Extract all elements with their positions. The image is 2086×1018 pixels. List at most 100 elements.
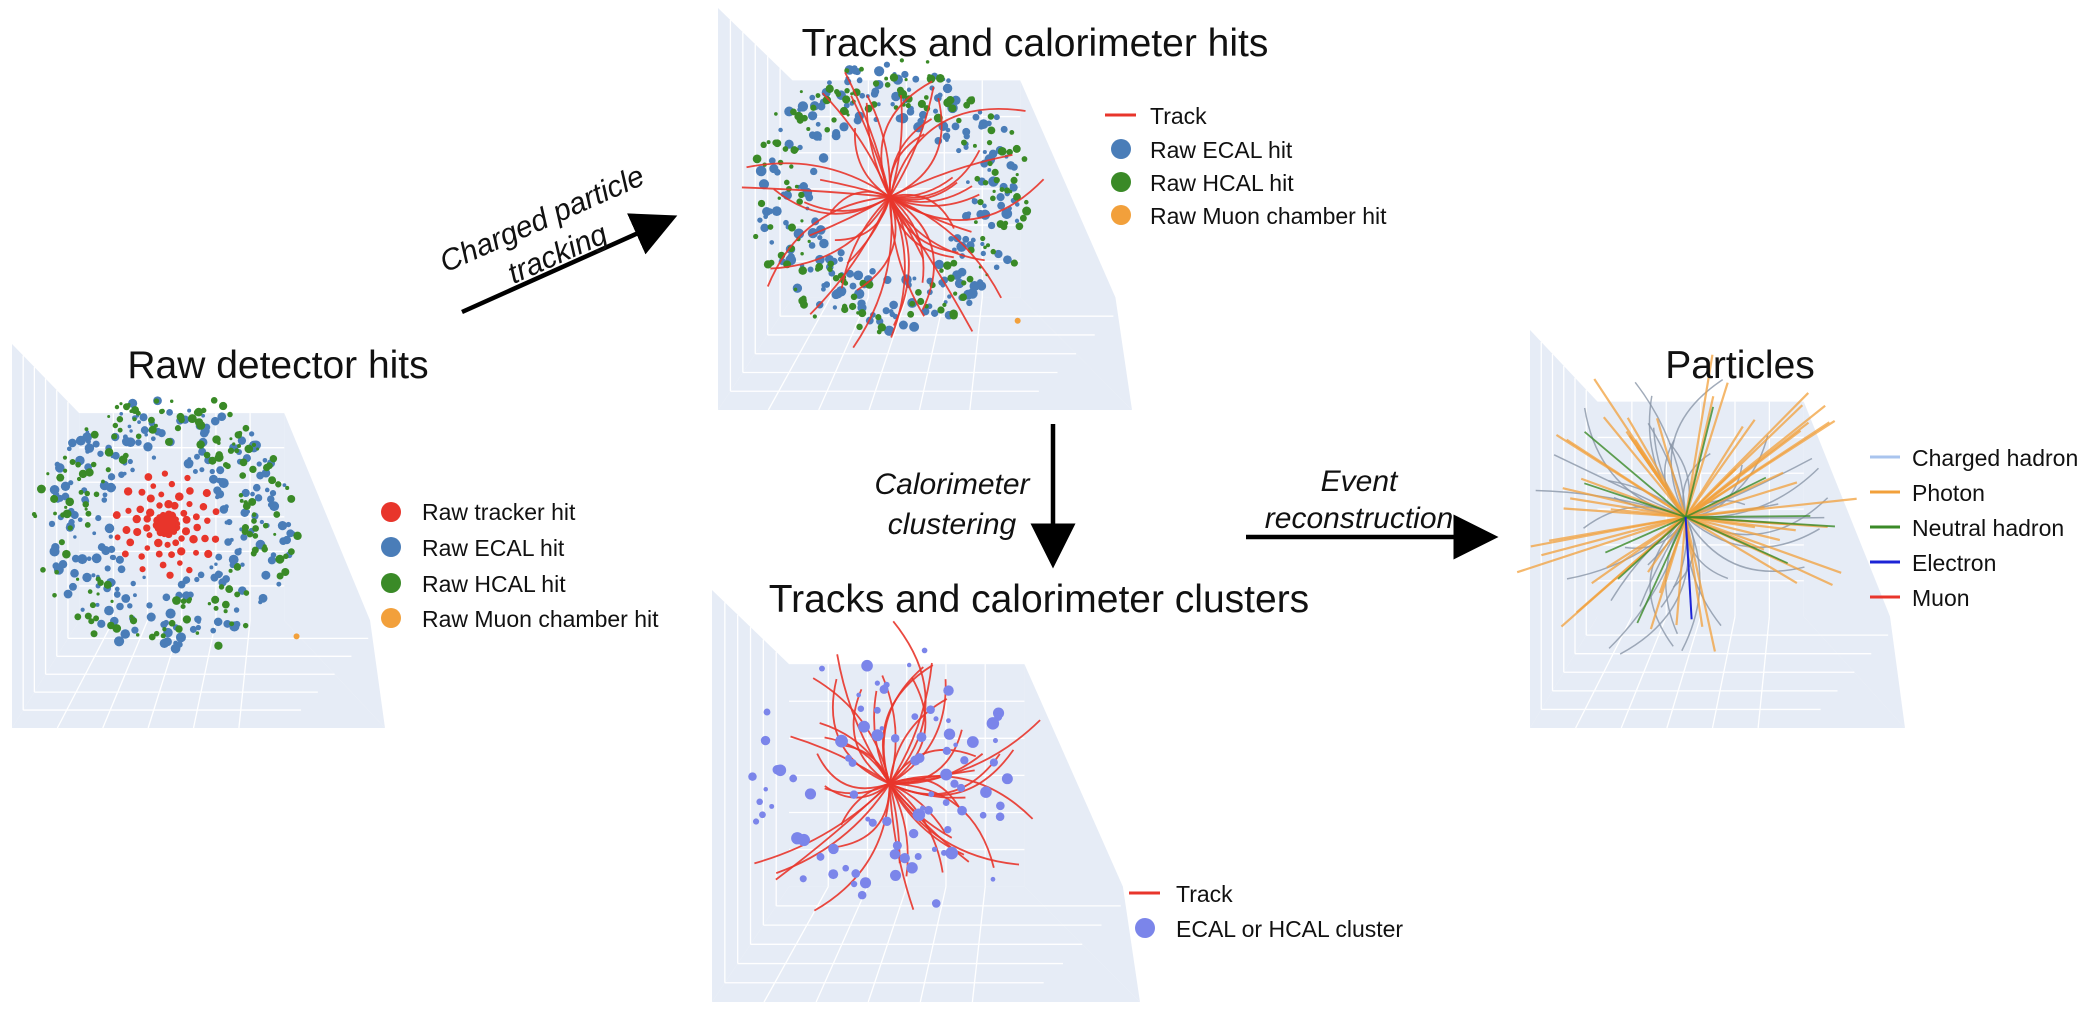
hcal-hit xyxy=(1010,259,1018,267)
tracker-hit xyxy=(172,539,180,547)
hcal-hit xyxy=(815,93,821,98)
legend-label-neutral-hadron: Neutral hadron xyxy=(1912,515,2064,541)
hcal-hit xyxy=(129,617,138,625)
ecal-hit xyxy=(277,520,288,531)
hcal-hit xyxy=(58,539,65,546)
photon-line xyxy=(1569,497,1686,519)
ecal-hit xyxy=(933,94,942,102)
ecal-hit xyxy=(946,78,951,83)
hcal-hit xyxy=(64,505,68,509)
photon-line xyxy=(1655,418,1687,518)
ecal-hit xyxy=(95,514,102,522)
ecal-hit xyxy=(73,535,77,539)
ecal-hit xyxy=(69,582,77,591)
hcal-hit xyxy=(275,481,282,488)
cluster xyxy=(957,805,967,816)
ecal-hit xyxy=(209,565,214,570)
ecal-hit xyxy=(146,602,153,609)
track xyxy=(888,133,925,198)
ecal-hit xyxy=(60,481,71,491)
step-label-clustering-line2: clustering xyxy=(888,508,1017,541)
hcal-hit xyxy=(935,74,945,83)
tracker-hit xyxy=(161,470,169,477)
tracker-hit xyxy=(156,502,163,509)
ecal-hit xyxy=(966,299,973,307)
cluster xyxy=(799,875,807,883)
cluster xyxy=(828,869,839,880)
cluster xyxy=(986,717,1000,730)
hcal-hit xyxy=(960,139,967,146)
ecal-hit xyxy=(135,439,142,446)
hcal-hit xyxy=(214,453,224,462)
hcal-hit xyxy=(983,245,987,250)
tracker-hit xyxy=(189,534,198,544)
ecal-hit xyxy=(197,571,205,579)
neutral-hadron-line xyxy=(1685,515,1811,518)
hcal-hit xyxy=(65,497,75,507)
hcal-hit xyxy=(211,595,220,604)
track xyxy=(889,196,1002,299)
cluster xyxy=(859,877,872,889)
ecal-hit xyxy=(933,108,939,114)
cluster xyxy=(950,779,959,788)
ecal-hit xyxy=(217,412,227,422)
ecal-hit xyxy=(194,453,200,460)
hcal-hit xyxy=(796,198,803,205)
ecal-hit xyxy=(249,431,255,437)
track xyxy=(888,698,948,784)
ecal-hit xyxy=(210,416,220,426)
ecal-hit xyxy=(102,492,108,498)
hcal-hit xyxy=(182,615,191,624)
ecal-hit xyxy=(250,491,255,497)
track xyxy=(816,753,890,790)
ecal-hit xyxy=(160,621,168,629)
tracker-hit xyxy=(158,491,165,498)
ecal-hit xyxy=(832,129,841,138)
ecal-hit xyxy=(150,436,156,442)
ecal-hit xyxy=(210,476,217,482)
cluster xyxy=(1001,773,1013,785)
hcal-hit xyxy=(992,189,996,193)
ecal-hit xyxy=(267,495,275,503)
ecal-hit xyxy=(837,249,845,257)
track xyxy=(888,620,927,785)
legend-marker-hcal-hit xyxy=(381,573,401,593)
track xyxy=(741,186,890,198)
hcal-hit xyxy=(763,260,773,269)
plot-raw-hits xyxy=(12,344,385,729)
hcal-hit xyxy=(1015,173,1019,177)
tracker-hit xyxy=(139,566,146,573)
cluster xyxy=(953,742,958,748)
hcal-hit xyxy=(917,99,926,109)
ecal-hit xyxy=(75,435,86,446)
photon-line xyxy=(1684,516,1716,652)
tracker-hit xyxy=(126,538,135,547)
ecal-hit xyxy=(846,269,854,278)
hcal-hit xyxy=(996,220,1005,229)
tracker-hit xyxy=(133,527,142,537)
tracker-hit xyxy=(192,513,200,521)
cluster xyxy=(942,746,951,755)
ecal-hit xyxy=(901,70,909,79)
hcal-hit xyxy=(273,511,281,518)
hcal-hit xyxy=(1006,148,1013,156)
hcal-hit xyxy=(287,494,296,503)
legend-label-tracker-hit: Raw tracker hit xyxy=(422,499,576,525)
ecal-hit xyxy=(130,580,136,587)
cluster xyxy=(797,833,810,847)
tracker-hit xyxy=(145,508,155,517)
hcal-hit xyxy=(782,146,789,152)
ecal-hit xyxy=(233,607,240,613)
charged-hadron-track xyxy=(1649,516,1687,647)
cluster xyxy=(941,849,948,856)
ecal-hit xyxy=(264,487,270,493)
ecal-hit xyxy=(898,320,908,330)
hcal-hit xyxy=(268,476,277,485)
track xyxy=(880,80,933,198)
tracker-hit xyxy=(199,503,208,511)
cluster xyxy=(851,869,861,878)
panel-title-raw: Raw detector hits xyxy=(127,344,428,387)
track xyxy=(889,782,995,868)
hcal-hit xyxy=(207,602,212,606)
photon-line xyxy=(1684,516,1704,627)
